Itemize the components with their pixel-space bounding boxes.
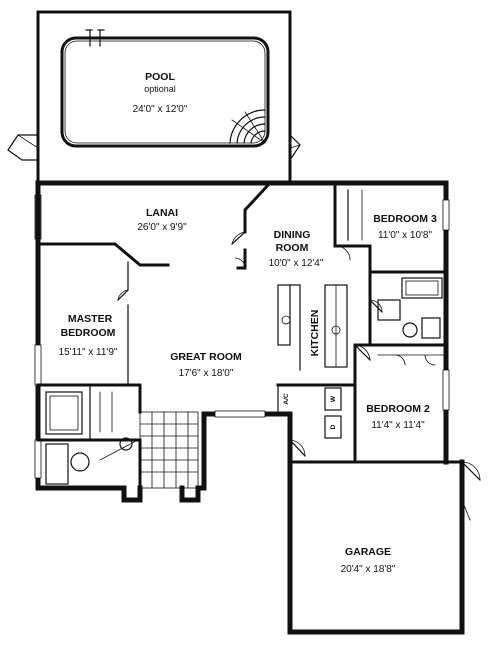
great-room-dims: 17'6" x 18'0" (179, 368, 234, 379)
ac-tag: A/C (283, 393, 290, 405)
pool-wing-left (7, 134, 39, 161)
hall-toilet-icon (421, 317, 441, 339)
kitchen-counter-left (277, 284, 291, 346)
dryer-icon (324, 415, 342, 439)
master-title-line2: BEDROOM (61, 327, 116, 339)
hall-vanity-icon (377, 299, 401, 321)
bedroom2-dims: 11'4" x 11'4" (371, 420, 425, 431)
pool-basin (60, 36, 270, 148)
bedroom2-title: BEDROOM 2 (366, 403, 430, 415)
master-toilet-icon (70, 452, 90, 472)
hall-sink-icon (402, 322, 418, 338)
master-tub-icon (45, 391, 83, 435)
kitchen-title: KITCHEN (309, 310, 321, 357)
doors (117, 231, 481, 521)
pool-title: POOL (145, 71, 175, 83)
pool-subtitle: optional (144, 84, 176, 94)
entry-tile (139, 411, 199, 489)
dining-title-line1: DINING (274, 229, 311, 241)
washer-tag: W (330, 395, 337, 402)
lanai-dims: 26'0" x 9'9" (137, 222, 187, 233)
garage-title: GARAGE (345, 546, 391, 558)
washer-icon (324, 387, 342, 411)
dryer-tag: D (330, 424, 337, 429)
great-room-title: GREAT ROOM (170, 351, 242, 363)
lanai-title: LANAI (146, 207, 178, 219)
bedroom3-dims: 11'0" x 10'8" (378, 230, 433, 241)
master-shower-icon (45, 443, 69, 485)
pool-ladder-icon (85, 29, 105, 47)
interior-walls (35, 180, 448, 490)
master-dims: 15'11" x 11'9" (59, 347, 118, 358)
hall-tub-icon (401, 277, 443, 299)
bedroom3-title: BEDROOM 3 (373, 213, 437, 225)
dining-title-line2: ROOM (276, 242, 309, 254)
master-title-line1: MASTER (68, 313, 113, 325)
pool-deck (7, 10, 301, 185)
pool-dims: 24'0" x 12'0" (133, 104, 188, 115)
pool-steps-icon (229, 109, 266, 144)
garage-dims: 20'4" x 18'8" (341, 564, 396, 575)
master-sink-icon (119, 437, 133, 451)
dining-dims: 10'0" x 12'4" (269, 258, 324, 269)
